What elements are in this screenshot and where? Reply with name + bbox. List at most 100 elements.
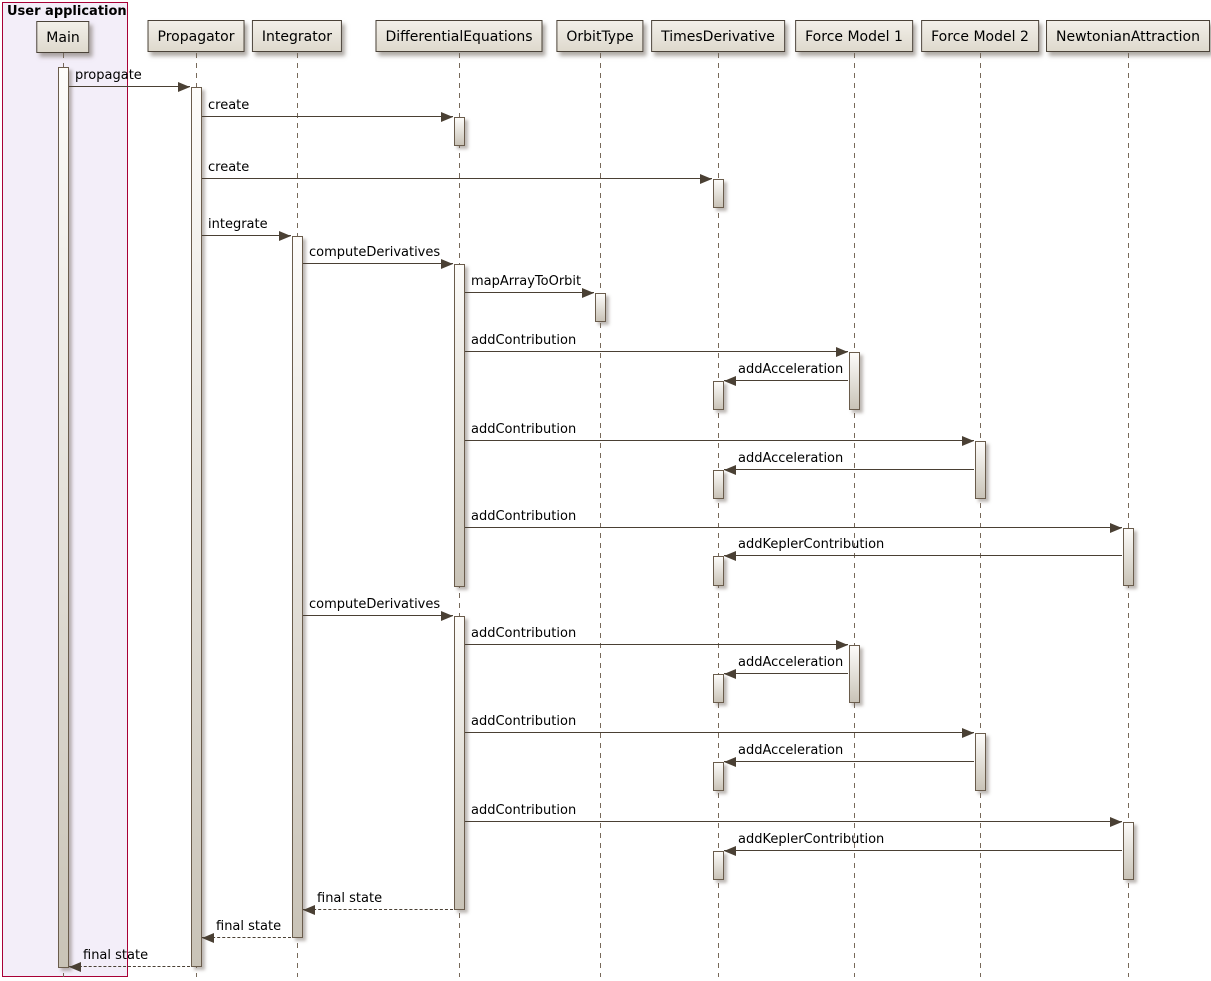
- message-label-final-state: final state: [317, 891, 383, 906]
- message-label-addcontribution: addContribution: [471, 422, 577, 437]
- arrowhead-icon: [582, 288, 594, 298]
- message-line-final-state: [202, 937, 291, 938]
- arrowhead-icon: [724, 376, 736, 386]
- participant-timesderivative: TimesDerivative: [651, 20, 785, 52]
- arrowhead-icon: [303, 905, 315, 915]
- message-line-addcontribution: [465, 821, 1122, 822]
- message-line-final-state: [69, 966, 190, 967]
- message-line-addacceleration: [724, 469, 974, 470]
- message-label-final-state: final state: [216, 919, 282, 934]
- participant-label: Integrator: [261, 29, 333, 45]
- participant-integrator: Integrator: [251, 20, 343, 52]
- arrowhead-icon: [962, 436, 974, 446]
- arrowhead-icon: [441, 259, 453, 269]
- arrowhead-icon: [700, 174, 712, 184]
- message-line-addkeplercontribution: [724, 555, 1122, 556]
- message-label-computederivatives: computeDerivatives: [309, 245, 441, 260]
- activation-timesderivative: [712, 381, 724, 410]
- message-label-create: create: [208, 160, 250, 175]
- message-line-addacceleration: [724, 673, 848, 674]
- arrowhead-icon: [441, 112, 453, 122]
- participant-label: TimesDerivative: [661, 29, 775, 45]
- participant-force-model-2: Force Model 2: [921, 20, 1039, 52]
- message-line-addcontribution: [465, 351, 848, 352]
- activation-newtonianattraction: [1122, 822, 1134, 880]
- activation-differentialequations: [453, 264, 465, 587]
- activation-newtonianattraction: [1122, 528, 1134, 586]
- arrowhead-icon: [279, 231, 291, 241]
- message-label-final-state: final state: [83, 948, 149, 963]
- participant-label: DifferentialEquations: [385, 29, 533, 45]
- message-label-computederivatives: computeDerivatives: [309, 597, 441, 612]
- message-label-addkeplercontribution: addKeplerContribution: [738, 832, 885, 847]
- message-line-computederivatives: [303, 615, 453, 616]
- message-line-create: [202, 178, 712, 179]
- activation-propagator: [190, 87, 202, 967]
- lifeline-force-model-2: [980, 53, 981, 977]
- activation-timesderivative: [712, 556, 724, 586]
- message-line-addacceleration: [724, 380, 848, 381]
- message-line-integrate: [202, 235, 291, 236]
- message-label-addcontribution: addContribution: [471, 333, 577, 348]
- arrowhead-icon: [836, 347, 848, 357]
- frame-title: User application: [7, 4, 127, 19]
- participant-label: Propagator: [157, 29, 235, 45]
- arrowhead-icon: [724, 465, 736, 475]
- arrowhead-icon: [178, 82, 190, 92]
- lifeline-timesderivative: [718, 53, 719, 977]
- message-line-final-state: [303, 909, 453, 910]
- message-line-addkeplercontribution: [724, 850, 1122, 851]
- arrowhead-icon: [836, 640, 848, 650]
- participant-label: Force Model 2: [931, 29, 1029, 45]
- participant-label: NewtonianAttraction: [1056, 29, 1200, 45]
- activation-timesderivative: [712, 762, 724, 791]
- participant-orbittype: OrbitType: [556, 20, 644, 52]
- activation-main: [57, 67, 69, 968]
- message-label-propagate: propagate: [75, 68, 142, 83]
- activation-differentialequations: [453, 117, 465, 146]
- lifeline-force-model-1: [854, 53, 855, 977]
- arrowhead-icon: [724, 669, 736, 679]
- participant-differentialequations: DifferentialEquations: [375, 20, 543, 52]
- message-line-addcontribution: [465, 440, 974, 441]
- activation-timesderivative: [712, 179, 724, 208]
- participant-label: Force Model 1: [805, 29, 903, 45]
- message-label-maparraytoorbit: mapArrayToOrbit: [471, 274, 582, 289]
- arrowhead-icon: [69, 962, 81, 972]
- participant-label: OrbitType: [566, 29, 634, 45]
- arrowhead-icon: [962, 728, 974, 738]
- activation-orbittype: [594, 293, 606, 322]
- lifeline-newtonianattraction: [1128, 53, 1129, 977]
- message-label-addacceleration: addAcceleration: [738, 451, 844, 466]
- activation-force-model-2: [974, 441, 986, 499]
- participant-newtonianattraction: NewtonianAttraction: [1046, 20, 1210, 52]
- message-line-maparraytoorbit: [465, 292, 594, 293]
- activation-force-model-1: [848, 645, 860, 703]
- message-label-addcontribution: addContribution: [471, 714, 577, 729]
- activation-timesderivative: [712, 674, 724, 703]
- arrowhead-icon: [724, 846, 736, 856]
- participant-propagator: Propagator: [147, 20, 245, 52]
- message-line-addcontribution: [465, 732, 974, 733]
- participant-force-model-1: Force Model 1: [795, 20, 913, 52]
- participant-label: Main: [46, 30, 80, 46]
- message-label-addcontribution: addContribution: [471, 509, 577, 524]
- message-line-addcontribution: [465, 644, 848, 645]
- arrowhead-icon: [202, 933, 214, 943]
- activation-integrator: [291, 236, 303, 938]
- participant-main: Main: [36, 21, 90, 53]
- message-label-addacceleration: addAcceleration: [738, 655, 844, 670]
- arrowhead-icon: [441, 611, 453, 621]
- activation-timesderivative: [712, 470, 724, 499]
- message-label-addcontribution: addContribution: [471, 626, 577, 641]
- message-line-computederivatives: [303, 263, 453, 264]
- message-label-addacceleration: addAcceleration: [738, 362, 844, 377]
- message-line-propagate: [69, 86, 190, 87]
- arrowhead-icon: [724, 551, 736, 561]
- activation-timesderivative: [712, 851, 724, 880]
- message-label-create: create: [208, 98, 250, 113]
- activation-force-model-1: [848, 352, 860, 410]
- message-label-addkeplercontribution: addKeplerContribution: [738, 537, 885, 552]
- arrowhead-icon: [724, 757, 736, 767]
